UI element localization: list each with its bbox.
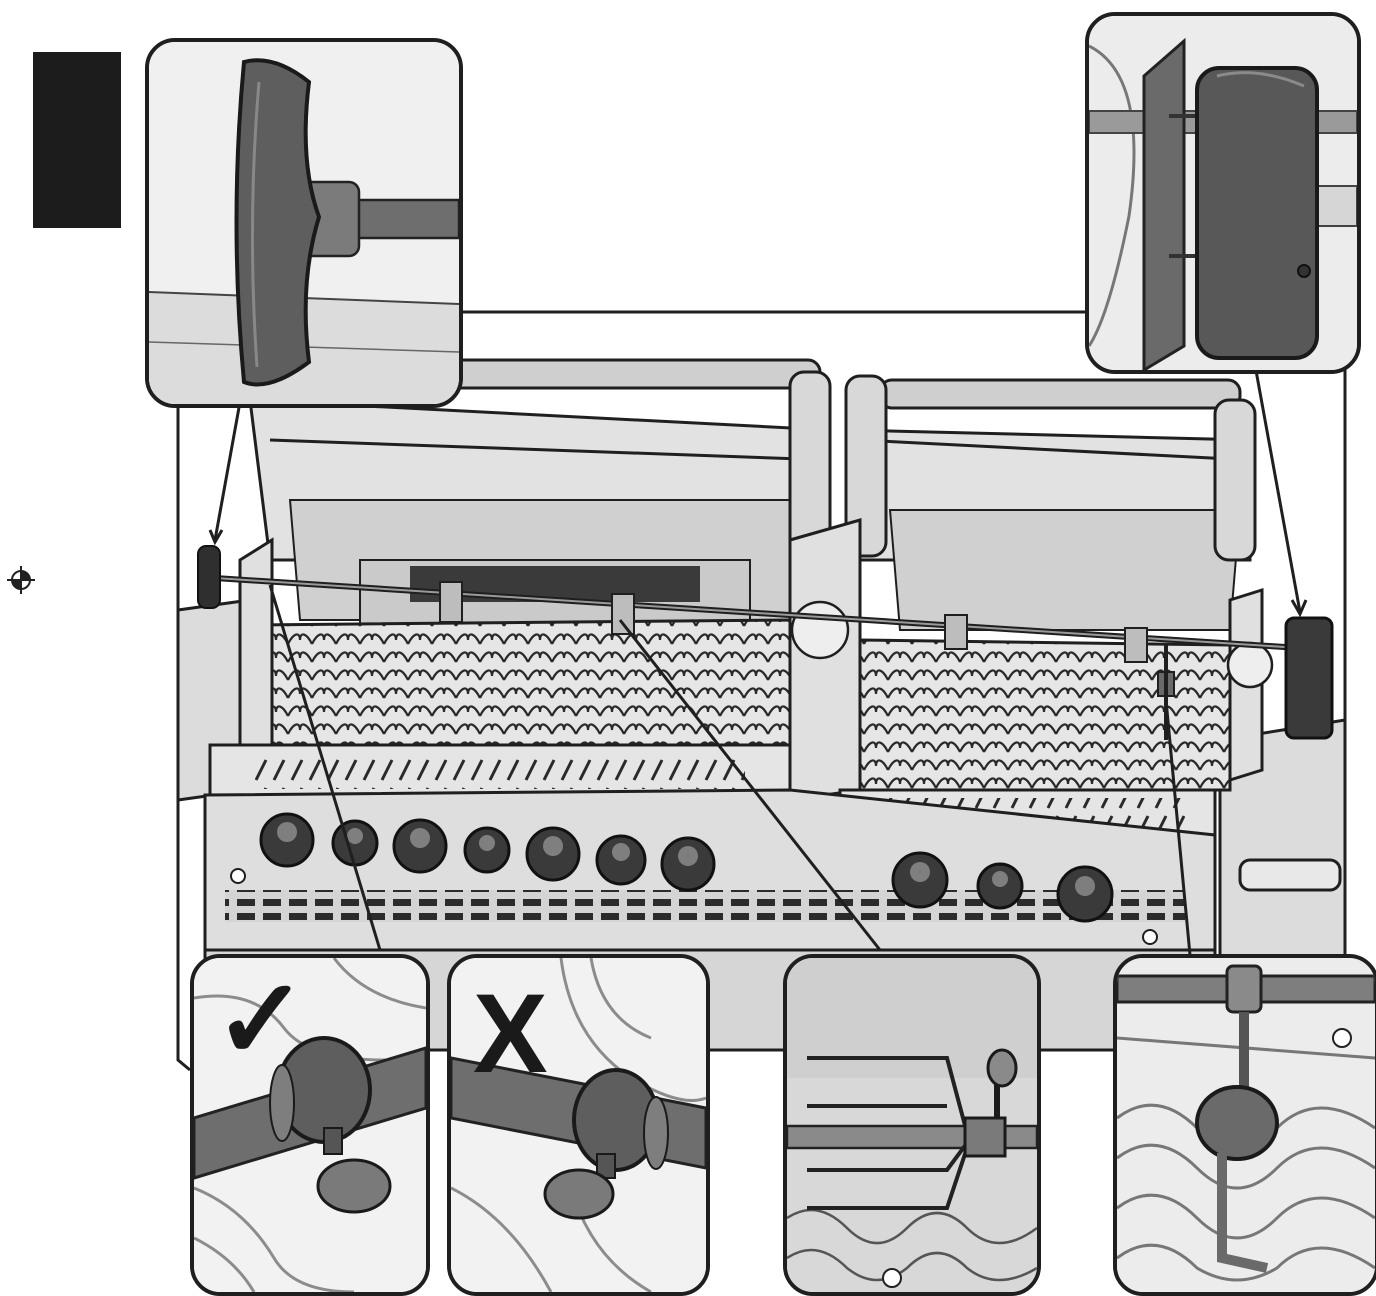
- correct-check-mark: ✓: [214, 957, 308, 1082]
- incorrect-x-mark: X: [473, 971, 548, 1096]
- inset-collar-incorrect: X: [447, 954, 710, 1296]
- inset-rotisserie-forks: [783, 954, 1041, 1296]
- crosshair-target-icon: [7, 566, 35, 594]
- inset-collar-correct: ✓: [190, 954, 430, 1296]
- step-marker-tab: [33, 52, 121, 228]
- inset-rotisserie-motor: [1085, 12, 1361, 374]
- rotisserie-handle-icon: [149, 42, 459, 404]
- counterweight-icon: [1117, 958, 1375, 1292]
- rotisserie-motor-icon: [1089, 16, 1357, 370]
- inset-counterweight: [1113, 954, 1376, 1296]
- inset-spit-handle: [145, 38, 463, 408]
- rotisserie-forks-icon: [787, 958, 1037, 1292]
- collar-incorrect-position-icon: [451, 958, 706, 1292]
- collar-correct-position-icon: [194, 958, 426, 1292]
